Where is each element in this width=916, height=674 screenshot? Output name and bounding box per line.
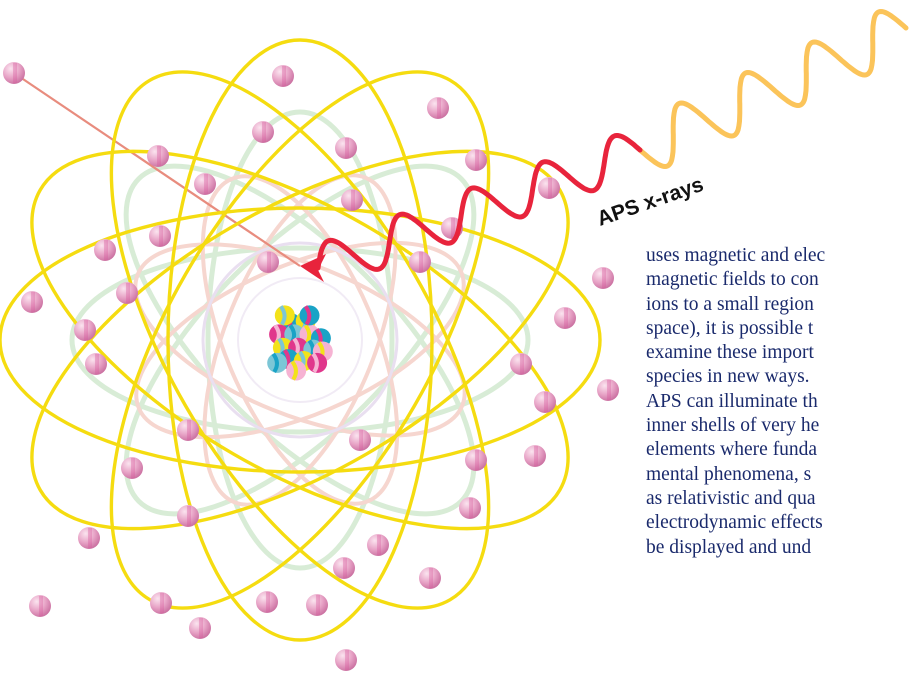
faint-orbit (200, 174, 400, 506)
outer-orbit (109, 70, 491, 610)
electron (534, 391, 556, 413)
electron (3, 62, 25, 84)
electron (177, 505, 199, 527)
electron (121, 457, 143, 479)
electron (538, 177, 560, 199)
electron (189, 617, 211, 639)
incoming-xray-wave (637, 8, 909, 170)
electron (257, 251, 279, 273)
nucleon (286, 360, 307, 381)
outer-orbit (0, 206, 602, 474)
electron (341, 189, 363, 211)
text-line: be displayed and und (646, 536, 812, 558)
inner-shell-ring (201, 241, 399, 439)
electron (147, 145, 169, 167)
text-line: mental phenomena, s (646, 463, 812, 485)
electron (367, 534, 389, 556)
electron (335, 137, 357, 159)
outer-orbit (30, 149, 570, 531)
faint-orbit (123, 163, 477, 517)
electron (333, 557, 355, 579)
outer-orbit (166, 38, 434, 642)
electron (597, 379, 619, 401)
electron (592, 267, 614, 289)
electron (419, 567, 441, 589)
outer-orbit (109, 70, 491, 610)
faint-orbit (123, 163, 477, 517)
electron (194, 173, 216, 195)
electron (409, 251, 431, 273)
inner-electron-shell (201, 241, 399, 439)
faint-orbit (69, 245, 531, 435)
nucleus (267, 305, 333, 381)
electron (85, 353, 107, 375)
electron (256, 591, 278, 613)
text-line: space), it is possible t (646, 317, 814, 339)
electron (554, 307, 576, 329)
nucleon (307, 352, 328, 374)
electron (74, 319, 96, 341)
text-line: elements where funda (646, 439, 818, 461)
nucleon (299, 305, 320, 326)
text-line: as relativistic and qua (646, 487, 816, 509)
electron (94, 239, 116, 261)
text-line: ions to a small region (646, 293, 814, 315)
electron (272, 65, 294, 87)
electron (150, 592, 172, 614)
text-line: uses magnetic and elec (646, 245, 826, 266)
electron (78, 527, 100, 549)
absorbed-xray-wave (315, 133, 643, 272)
faint-orbit (205, 109, 395, 571)
text-line: inner shells of very he (646, 415, 820, 437)
electron (427, 97, 449, 119)
electron (29, 595, 51, 617)
faint-orbit (202, 173, 398, 507)
electron (149, 225, 171, 247)
nucleon (267, 352, 288, 374)
electron (252, 121, 274, 143)
text-line: species in new ways. (646, 366, 810, 388)
electron (21, 291, 43, 313)
electron (306, 594, 328, 616)
electron (465, 449, 487, 471)
xray-wave (300, 8, 909, 282)
electron (459, 497, 481, 519)
text-line: examine these import (646, 342, 814, 364)
electron (177, 419, 199, 441)
faint-orbit (133, 242, 467, 438)
inner-shell-ring (237, 277, 363, 403)
text-line: electrodynamic effects (646, 512, 823, 534)
nucleon (274, 305, 295, 326)
outer-orbit-group (0, 38, 602, 642)
electron (349, 429, 371, 451)
ejected-electron-track (13, 72, 301, 267)
electron (465, 149, 487, 171)
xray-label: APS x-rays (594, 173, 706, 231)
faint-orbit-group (69, 109, 531, 571)
text-line: APS can illuminate th (646, 390, 818, 412)
electron (335, 649, 357, 671)
electron (510, 353, 532, 375)
text-line: magnetic fields to con (646, 269, 819, 291)
electron (524, 445, 546, 467)
electron (116, 282, 138, 304)
body-text: uses magnetic and elec magnetic fields to… (646, 244, 916, 560)
xray-arrowhead-icon (300, 254, 326, 282)
